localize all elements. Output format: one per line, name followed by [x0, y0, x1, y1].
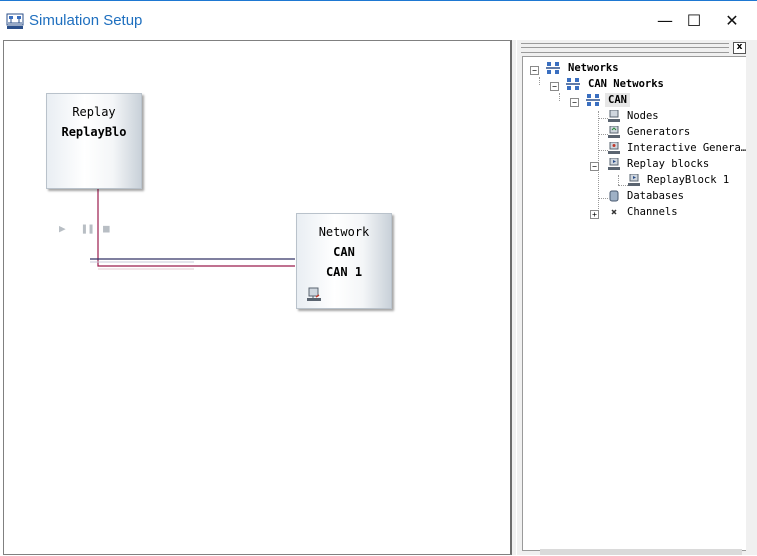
database-icon	[609, 190, 619, 202]
expander-networks[interactable]: −	[530, 66, 539, 75]
tree-item-can[interactable]: CAN	[605, 93, 630, 107]
play-icon[interactable]: ▶	[59, 222, 66, 235]
window-title: Simulation Setup	[29, 12, 143, 29]
network-block[interactable]: Network CAN CAN 1	[296, 213, 392, 309]
maximize-button[interactable]: ☐	[686, 11, 702, 30]
replay-block[interactable]: Replay ReplayBlo ▶ ❚❚ ■	[46, 93, 142, 235]
title-bar: Simulation Setup — ☐ ✕	[0, 0, 757, 41]
stop-icon[interactable]: ■	[103, 222, 110, 235]
replay-block-type: Replay	[72, 105, 116, 119]
tree-item-generators[interactable]: Generators	[627, 126, 691, 138]
expander-can-networks[interactable]: −	[550, 82, 559, 91]
tree-item-replay-blocks[interactable]: Replay blocks	[627, 158, 710, 170]
tree-item-nodes[interactable]: Nodes	[627, 110, 659, 122]
tree-item-can-networks[interactable]: CAN Networks	[588, 78, 664, 90]
close-button[interactable]: ✕	[725, 11, 739, 30]
tree-item-replayblock-1[interactable]: ReplayBlock 1	[647, 174, 730, 186]
tree-line	[539, 77, 540, 85]
network-tree[interactable]: − Networks − CAN Networks − CAN Nodes	[522, 56, 747, 551]
expander-can[interactable]: −	[570, 98, 579, 107]
replay-icon	[608, 158, 620, 170]
generator-icon	[608, 126, 620, 138]
panel-splitter[interactable]	[512, 40, 516, 555]
channel-icon	[611, 209, 617, 215]
horizontal-scrollbar[interactable]	[540, 549, 742, 555]
minimize-button[interactable]: —	[657, 11, 673, 30]
expander-replay-blocks[interactable]: −	[590, 162, 599, 171]
tree-item-interactive-generators[interactable]: Interactive Genera…	[627, 142, 747, 154]
simulation-canvas[interactable]: Replay ReplayBlo ▶ ❚❚ ■ Network CAN CAN …	[3, 40, 512, 555]
networks-panel: x − Networks − CAN Networks −	[517, 40, 757, 555]
network-node-icon	[307, 287, 321, 301]
tree-item-channels[interactable]: Channels	[627, 206, 678, 218]
tree-line	[559, 93, 560, 101]
interactive-generator-icon	[608, 142, 620, 154]
tree-line	[598, 118, 608, 119]
node-icon	[608, 110, 620, 122]
network-block-name: CAN 1	[325, 265, 363, 279]
tree-line	[598, 198, 608, 199]
network-icon	[566, 78, 580, 90]
panel-close-button[interactable]: x	[733, 42, 746, 54]
tree-line	[598, 134, 608, 135]
tree-line	[598, 150, 608, 151]
replay-block-name: ReplayBlo	[61, 125, 127, 139]
vertical-scrollbar[interactable]	[746, 56, 757, 555]
tree-line	[618, 175, 619, 185]
replay-icon	[628, 174, 640, 186]
network-app-icon	[6, 13, 24, 29]
panel-header[interactable]: x	[517, 40, 757, 54]
network-icon	[586, 94, 600, 106]
connection-wire[interactable]	[4, 41, 509, 556]
tree-item-databases[interactable]: Databases	[627, 190, 684, 202]
network-block-bus: CAN	[333, 245, 355, 259]
expander-channels[interactable]: +	[590, 210, 599, 219]
pause-icon[interactable]: ❚❚	[81, 222, 95, 235]
network-block-type: Network	[318, 225, 370, 239]
panel-grip[interactable]	[521, 43, 729, 53]
tree-line	[618, 185, 628, 186]
tree-item-networks[interactable]: Networks	[568, 62, 619, 74]
network-icon	[546, 62, 560, 74]
